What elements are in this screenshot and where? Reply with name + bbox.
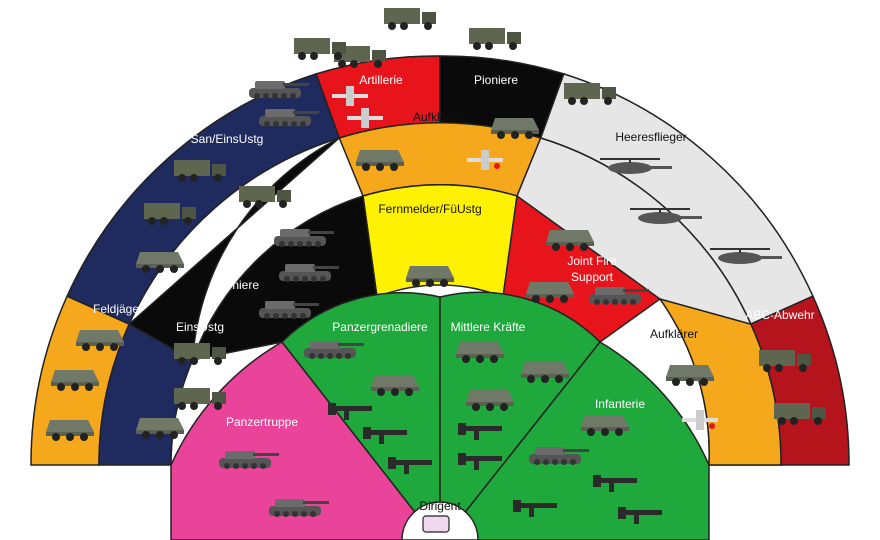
label-mittlere-kraefte: Mittlere Kräfte (451, 320, 526, 334)
label-joint-fire-support-1: Joint Fire (567, 254, 617, 268)
sector-infanterie (454, 341, 710, 540)
label-pioniere-top: Pioniere (474, 73, 518, 87)
label-panzergrenadiere: Panzergrenadiere (332, 320, 428, 334)
label-fernmelder: Fernmelder/FüUstg (378, 202, 481, 216)
label-artillerie: Artillerie (359, 73, 403, 87)
dirigent-icon (422, 515, 450, 533)
label-abc-abwehr: ABC-Abwehr (745, 308, 814, 322)
label-pioniere-mid: Pioniere (215, 278, 259, 292)
label-aufklaerer-top: Aufklärer (413, 110, 461, 124)
label-aufklaerer-right: Aufklärer (650, 327, 698, 341)
label-feldjaeger: Feldjäger (93, 302, 143, 316)
label-san-einsustg: San/EinsUstg (191, 132, 264, 146)
label-panzertruppe: Panzertruppe (226, 415, 298, 429)
label-einsustg: EinsUstg (176, 320, 224, 334)
label-infanterie: Infanterie (595, 397, 645, 411)
label-joint-fire-support-2: Support (571, 270, 614, 284)
sector-pioniere-mid (127, 137, 340, 362)
dirigent-label: Dirigent (419, 499, 461, 513)
label-heeresflieger: Heeresflieger (615, 130, 686, 144)
